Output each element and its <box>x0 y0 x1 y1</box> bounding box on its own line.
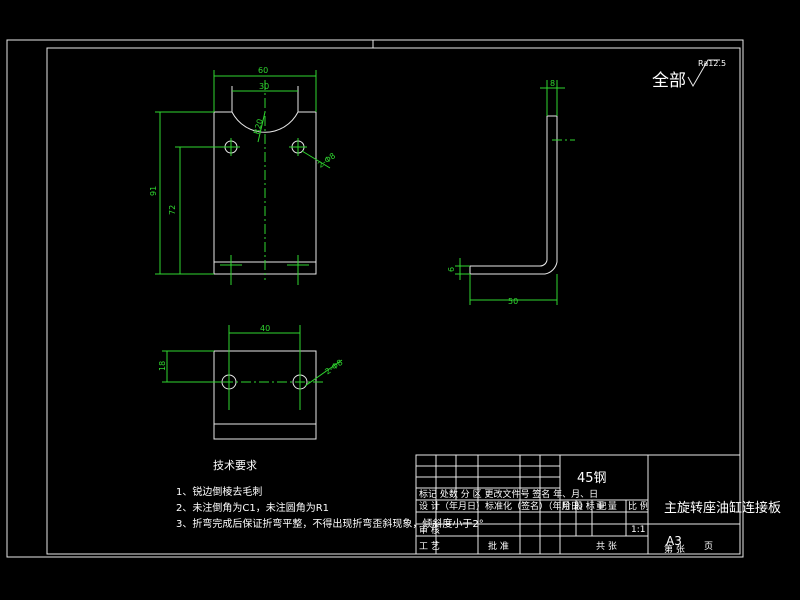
tech-item-3: 3、折弯完成后保证折弯平整，不得出现折弯歪斜现象，倾斜度小于2° <box>176 517 484 530</box>
side-view: 8 50 6 <box>447 79 575 306</box>
side-dim-base: 50 <box>508 297 518 306</box>
tech-requirements: 技术要求 1、锐边倒棱去毛刺 2、未注倒角为C1，未注圆角为R1 3、折弯完成后… <box>176 459 484 530</box>
design-label: 设 计 <box>419 500 440 512</box>
front-dim-slot: 30 <box>259 82 269 91</box>
front-dim-holes: 2-Φ8 <box>316 151 337 169</box>
tech-title: 技术要求 <box>213 459 257 472</box>
roughness-note: 全部 Ra12.5 <box>652 59 726 91</box>
front-dim-width: 60 <box>258 66 268 75</box>
process-label: 工 艺 <box>419 541 440 552</box>
material-label: 45钢 <box>577 471 607 486</box>
side-outline <box>469 115 558 275</box>
total-sheets: 共 张 <box>596 541 617 552</box>
bottom-outline <box>213 350 317 440</box>
front-dim-total: 91 <box>149 186 158 196</box>
front-view: 60 30 R20 2-Φ8 91 72 <box>149 66 337 285</box>
title-block: 45钢 主旋转座油缸连接板 A3 标记 处数 分 区 更改文件号 签名 年、月、… <box>415 454 781 555</box>
page-label: 页 <box>704 541 713 552</box>
part-name: 主旋转座油缸连接板 <box>664 500 781 516</box>
header-row: 标记 处数 分 区 更改文件号 签名 年、月、日 <box>419 488 598 500</box>
bottom-dim-width: 40 <box>260 324 270 333</box>
roughness-scope: 全部 <box>652 71 686 91</box>
weight-label: 重 量 <box>596 500 617 512</box>
outer-frame <box>6 39 744 558</box>
side-dim-thickness: 8 <box>550 79 555 88</box>
tech-item-1: 1、锐边倒棱去毛刺 <box>176 485 262 498</box>
front-dim-height: 72 <box>168 205 177 215</box>
approve-label: 批 准 <box>488 540 509 552</box>
sheet-number: 第 张 <box>664 543 685 555</box>
scale-value: 1:1 <box>631 525 645 535</box>
side-dim-foot: 6 <box>447 267 456 272</box>
bottom-view: 40 18 2-Φ8 <box>158 324 344 440</box>
bottom-dim-height: 18 <box>158 361 167 371</box>
inner-frame <box>46 47 741 555</box>
tech-item-2: 2、未注倒角为C1，未注圆角为R1 <box>176 501 329 514</box>
scale-label: 比 例 <box>628 500 649 512</box>
roughness-symbol-icon <box>687 59 720 88</box>
roughness-value: Ra12.5 <box>698 59 726 68</box>
design-note: （年月日）标准化（签名）（年月日） <box>440 500 589 512</box>
front-dim-radius: R20 <box>252 118 265 136</box>
review-label: 审 核 <box>419 524 440 536</box>
sheet-size: A3 <box>666 534 682 548</box>
stage-label: 阶 段 标 记 <box>562 500 607 512</box>
